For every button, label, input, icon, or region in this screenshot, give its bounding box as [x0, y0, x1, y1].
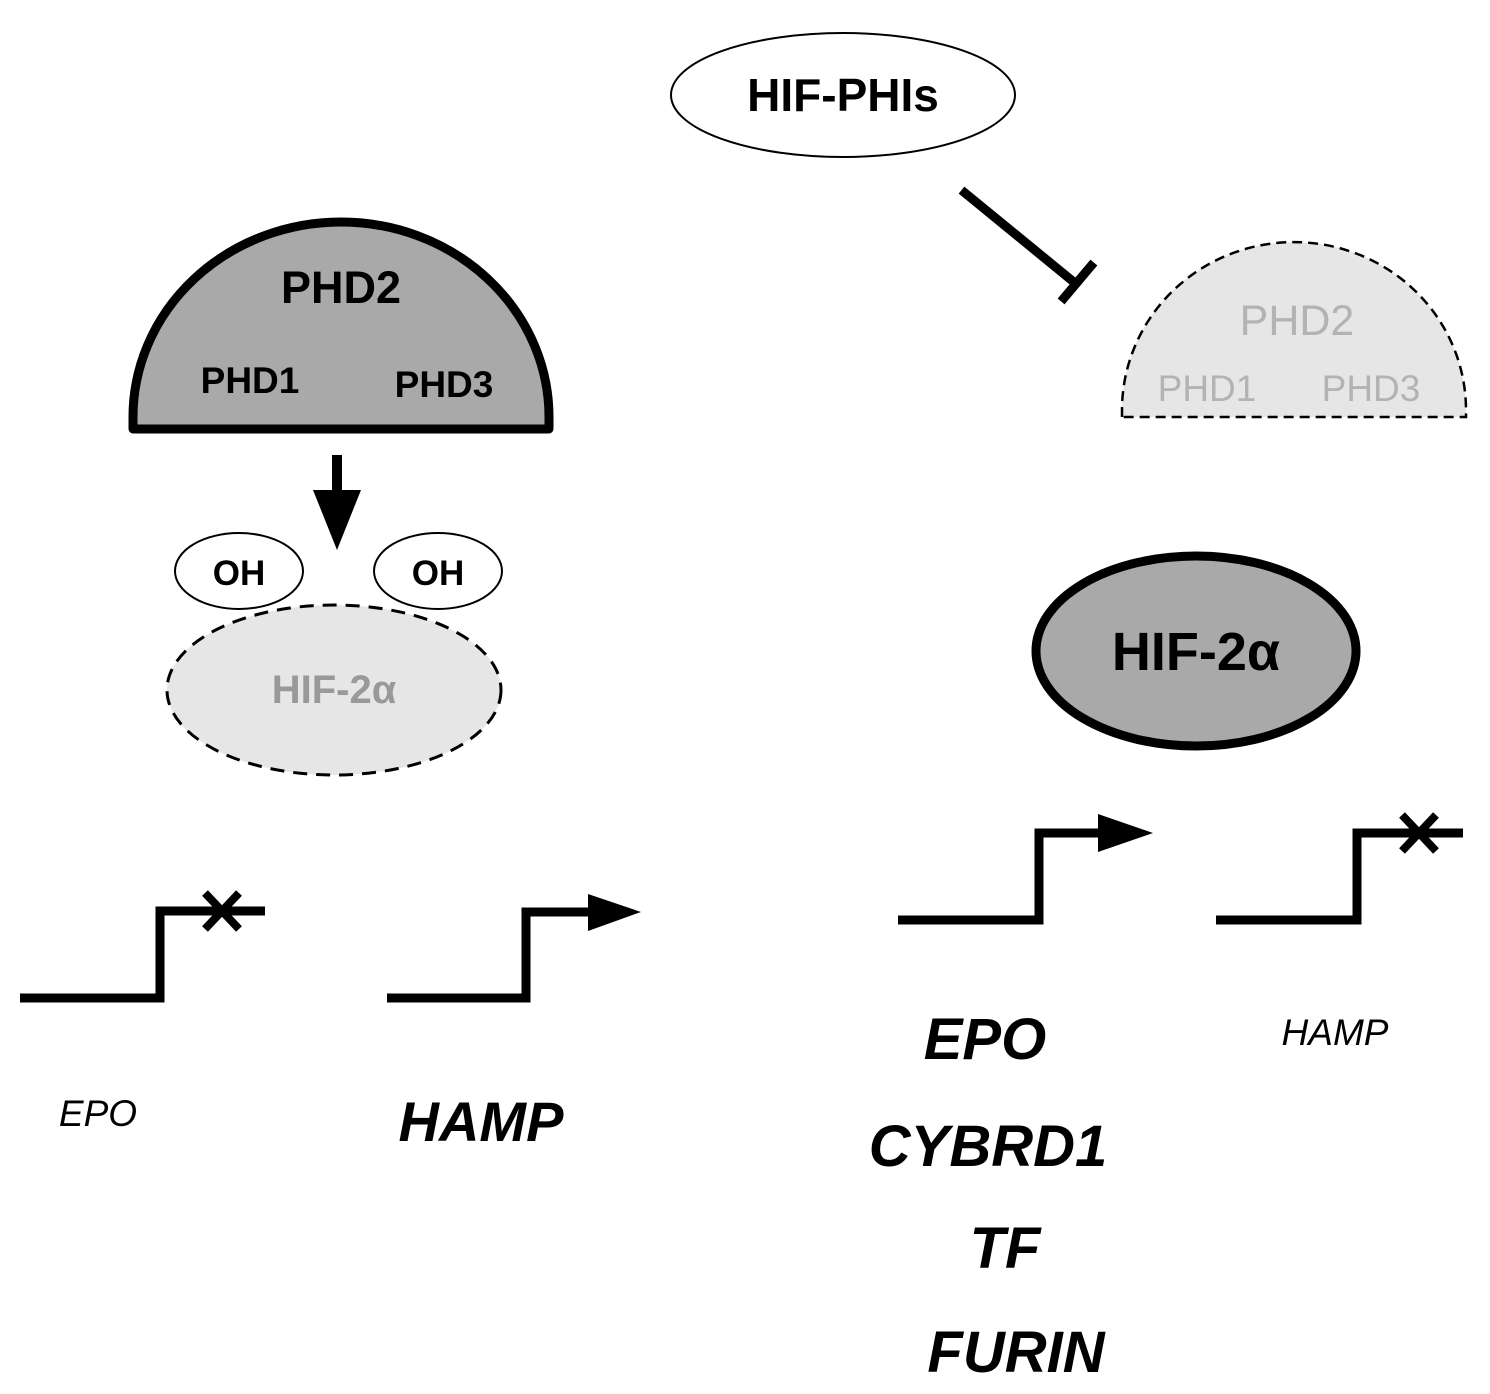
hif-phis-node: HIF-PHIs: [670, 32, 1016, 158]
hif2a-stable: HIF-2α: [1031, 551, 1361, 751]
phd-complex-inhibited: PHD2 PHD1 PHD3: [1120, 240, 1468, 419]
repression-x-icon: [202, 890, 242, 932]
gene-epo-low: EPO: [59, 1093, 137, 1134]
promoter-targets-active: [898, 814, 1153, 925]
gene-furin: FURIN: [927, 1320, 1105, 1385]
oh-group-left: OH: [174, 532, 304, 610]
transcription-arrowhead: [1098, 814, 1153, 852]
phd3-faded-label: PHD3: [1322, 368, 1421, 409]
phd2-faded-label: PHD2: [1240, 297, 1355, 345]
oh-right-label: OH: [412, 554, 465, 593]
hif2a-degraded-label: HIF-2α: [272, 668, 397, 712]
oh-group-right: OH: [373, 532, 503, 610]
hydroxylation-arrow: [313, 455, 361, 550]
hif2a-stable-label: HIF-2α: [1112, 622, 1280, 682]
phd1-label: PHD1: [201, 360, 300, 401]
gene-epo-high: EPO: [924, 1007, 1047, 1072]
phd-complex-active: PHD2 PHD1 PHD3: [128, 217, 554, 434]
phd3-label: PHD3: [395, 364, 494, 405]
hif2a-degraded: HIF-2α: [165, 603, 503, 777]
transcription-arrowhead: [588, 894, 641, 931]
promoter-hamp-active: [387, 894, 641, 1003]
inhibition-arrow: [958, 186, 1098, 305]
phd2-label: PHD2: [281, 262, 401, 313]
phd1-faded-label: PHD1: [1158, 368, 1257, 409]
promoter-epo-repressed: [20, 890, 265, 1003]
active-gene-list: EPO CYBRD1 TF FURIN: [869, 1007, 1108, 1385]
promoter-hamp-repressed: [1216, 812, 1463, 925]
gene-hamp-low: HAMP: [1282, 1012, 1389, 1053]
repression-x-icon: [1399, 812, 1439, 854]
gene-cybrd1: CYBRD1: [869, 1114, 1108, 1179]
oh-left-label: OH: [213, 554, 266, 593]
gene-hamp-high: HAMP: [399, 1090, 565, 1153]
gene-tf: TF: [970, 1216, 1042, 1281]
hif-phis-label: HIF-PHIs: [747, 69, 939, 121]
